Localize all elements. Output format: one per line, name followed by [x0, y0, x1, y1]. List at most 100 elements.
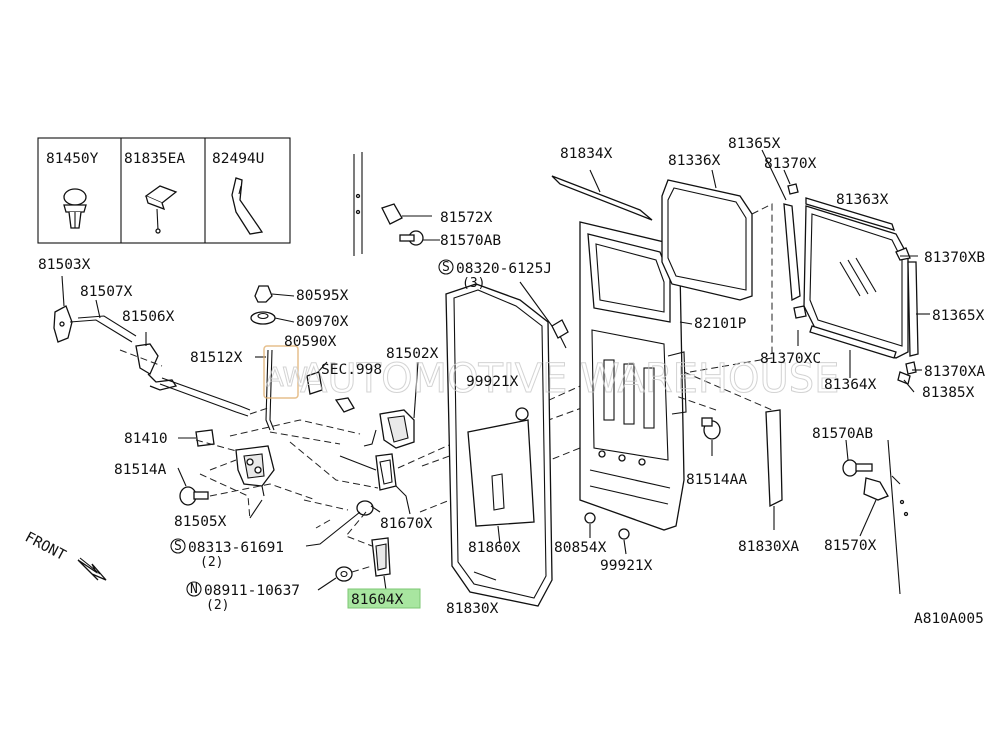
- label-08911-10637: 08911-10637: [204, 583, 300, 599]
- label-81512X: 81512X: [190, 350, 243, 366]
- part-81363X: [803, 205, 909, 359]
- screw-symbol-s2-letter: S: [174, 539, 182, 554]
- part-99921X-plug: [515, 407, 529, 421]
- part-81860X: [467, 419, 535, 527]
- label-81572X: 81572X: [440, 210, 493, 226]
- label-08313-qty: (2): [200, 555, 223, 570]
- label-81570X-right: 81570X: [824, 538, 877, 554]
- inset-label-81835EA: 81835EA: [124, 151, 185, 167]
- label-81370X: 81370X: [764, 156, 817, 172]
- label-81365X-top: 81365X: [728, 136, 781, 152]
- diagram-code: A810A005: [914, 611, 984, 627]
- label-81670X: 81670X: [380, 516, 433, 532]
- front-label: FRONT: [22, 529, 68, 564]
- part-81365X-right: [907, 261, 919, 357]
- part-81502X: [363, 361, 419, 449]
- part-99921X-lower: [618, 528, 630, 540]
- part-81514AA: [675, 395, 721, 456]
- label-80854X: 80854X: [554, 540, 607, 556]
- watermark-text: AUTOMOTIVE WAREHOUSE: [300, 356, 839, 402]
- part-81410: [195, 429, 215, 447]
- label-80595X: 80595X: [296, 288, 349, 304]
- clip-81450Y-drawing: [63, 188, 87, 229]
- part-08313-61691: [356, 500, 374, 516]
- part-81370XB: [895, 247, 911, 261]
- screw-symbol-s2: [170, 538, 186, 554]
- label-08911-qty: (2): [206, 598, 229, 613]
- label-81604X: 81604X: [351, 592, 404, 608]
- label-81570AB-top: 81570AB: [440, 233, 501, 249]
- label-81410: 81410: [124, 431, 168, 447]
- callout-labels: 81503X 81507X 81506X 81512X 81410 81514A…: [38, 136, 985, 627]
- label-99921X-lower: 99921X: [600, 558, 653, 574]
- label-81514A: 81514A: [114, 462, 167, 478]
- part-81830XA: [683, 371, 783, 530]
- part-81370XC: [793, 305, 807, 319]
- label-08313-61691: 08313-61691: [188, 540, 284, 556]
- watermark: AW AUTOMOTIVE WAREHOUSE: [263, 345, 840, 403]
- label-08320-6125J: 08320-6125J: [456, 261, 552, 277]
- lock-assembly: [177, 429, 317, 521]
- connector-dash-lines: [229, 377, 601, 513]
- label-81363X: 81363X: [836, 192, 889, 208]
- label-81505X: 81505X: [174, 514, 227, 530]
- label-08320-qty: (3): [462, 276, 485, 291]
- front-arrow: FRONT: [22, 529, 107, 581]
- label-81570AB-right: 81570AB: [812, 426, 873, 442]
- label-81365X-right: 81365X: [932, 308, 985, 324]
- label-81385X: 81385X: [922, 385, 975, 401]
- part-81834X: [551, 175, 653, 221]
- label-81507X: 81507X: [80, 284, 133, 300]
- part-81570AB-right: [842, 459, 858, 477]
- label-81370XA: 81370XA: [924, 364, 985, 380]
- label-81834X: 81834X: [560, 146, 613, 162]
- nut-symbol-n: [186, 581, 202, 597]
- inset-box: 81450Y 81835EA 82494U: [37, 137, 291, 244]
- label-81506X: 81506X: [122, 309, 175, 325]
- label-81370XB: 81370XB: [924, 250, 985, 266]
- part-81670X: [339, 453, 411, 515]
- label-81502X: 81502X: [386, 346, 439, 362]
- inset-label-81450Y: 81450Y: [46, 151, 99, 167]
- label-82101P: 82101P: [694, 316, 747, 332]
- door-trim-panel-81830X: [445, 283, 553, 607]
- small-clips: [250, 285, 355, 413]
- lock-linkage-group: [53, 275, 269, 417]
- glass-assembly: [689, 149, 930, 393]
- label-81830X: 81830X: [446, 601, 499, 617]
- part-81506X: [135, 343, 159, 375]
- part-80595X: [254, 285, 273, 303]
- hinge-bolts-right: [842, 439, 909, 595]
- part-81370XA: [905, 361, 917, 375]
- part-81514A: [179, 486, 209, 506]
- part-81365X-left: [783, 203, 801, 302]
- part-81364X: [809, 325, 897, 359]
- part-81572X: [381, 203, 403, 225]
- screw-symbol-s: [438, 259, 454, 275]
- label-81503X: 81503X: [38, 257, 91, 273]
- screw-symbol-s-letter: S: [442, 260, 450, 275]
- label-81830XA: 81830XA: [738, 539, 799, 555]
- part-81570X-right: [863, 477, 889, 501]
- plugs-lower: [584, 512, 630, 555]
- nut-symbol-n-letter: N: [190, 582, 198, 597]
- watermark-badge: AW: [266, 363, 308, 393]
- part-81336X: [661, 169, 753, 301]
- part-81370X: [787, 183, 799, 195]
- clip-81835EA-drawing: [144, 185, 178, 234]
- door-inner-panel-82101P: [551, 169, 693, 531]
- label-81370XC: 81370XC: [760, 351, 821, 367]
- label-81364X: 81364X: [824, 377, 877, 393]
- label-81860X: 81860X: [468, 540, 521, 556]
- highlight-81604X: [347, 588, 421, 609]
- fasteners-lower: [305, 500, 391, 591]
- label-99921X-upper: 99921X: [466, 374, 519, 390]
- label-80590X: 80590X: [284, 334, 337, 350]
- part-80854X: [584, 512, 596, 524]
- part-80590X: [306, 371, 323, 395]
- label-81336X: 81336X: [668, 153, 721, 169]
- bracket-82494U-drawing: [231, 177, 264, 235]
- part-08911-10637: [335, 566, 353, 582]
